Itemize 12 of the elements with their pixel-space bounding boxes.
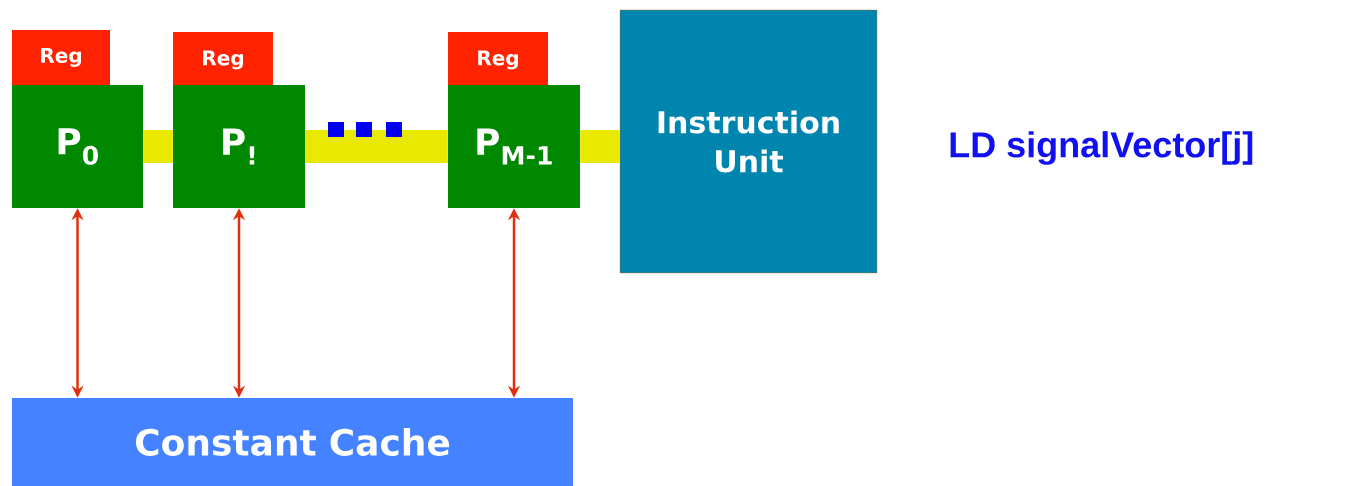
processor-box: P$_{!}$ [173,85,305,208]
register-box: Reg [12,30,110,85]
instruction-unit-box: Instruction Unit [619,9,878,274]
register-box: Reg [448,32,548,88]
cache-box: Constant Cache [12,398,573,486]
processor-box: P$_{0}$ [12,85,143,208]
register-box: Reg [173,32,273,88]
bus-band [143,130,173,163]
instruction-text: LD signalVector[j] [950,131,1253,165]
bus-band [580,130,620,163]
bus-band [305,130,448,163]
processor-box: P$_{M-1}$ [448,85,580,208]
